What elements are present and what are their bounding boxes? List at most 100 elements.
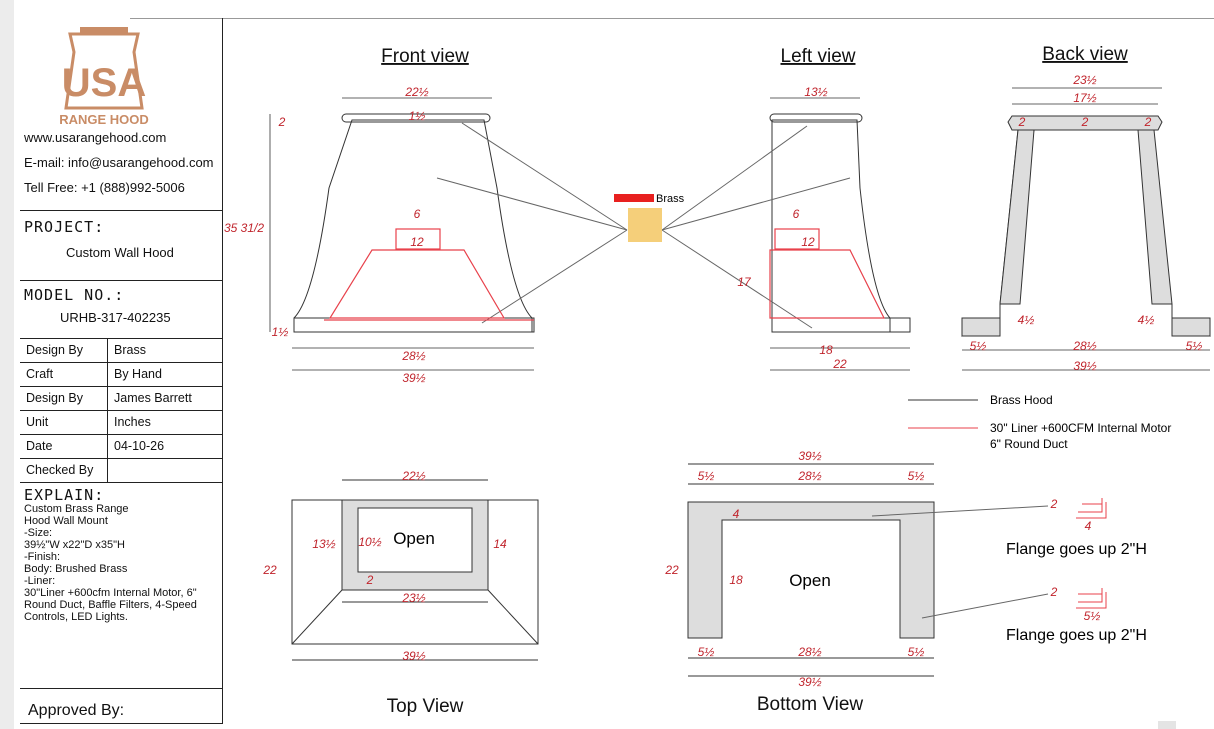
dim-label: 2 [1050,585,1058,599]
explain-line: -Finish: [24,551,61,563]
approved-by-label: Approved By: [28,702,125,719]
model-section [20,280,222,351]
dim-label: 23½ [401,591,425,605]
explain-label: EXPLAIN: [24,486,105,504]
explain-line: Round Duct, Baffle Filters, 4-Speed [24,599,197,611]
model-label: MODEL NO.: [24,286,125,304]
dim-label: 1½ [409,109,426,123]
dim-label: 35 31/2 [224,221,264,235]
table-row: Date 04-10-26 [20,435,222,459]
dim-label: 10½ [358,535,381,549]
spec-value: 04-10-26 [114,439,165,453]
top-view-drawing [291,479,539,661]
spec-key: Date [20,435,108,458]
model-value: URHB-317-402235 [60,310,171,325]
spec-value: Inches [114,415,151,429]
phone-text: Tell Free: +1 (888)992-5006 [24,180,185,195]
dim-label: 39½ [402,649,425,663]
front-view-title: Front view [381,46,469,67]
dim-label: 5½ [698,469,715,483]
dim-label: 13½ [312,537,335,551]
page-gutter [0,0,14,729]
project-label: PROJECT: [24,218,105,236]
dim-label: 22 [262,563,277,577]
table-row: Design By Brass [20,339,222,363]
dim-label: 5½ [698,645,715,659]
dim-label: 22½ [401,469,425,483]
table-row: Unit Inches [20,411,222,435]
dim-label: 28½ [1072,339,1096,353]
dim-label: 4½ [1018,313,1035,327]
legend-liner-line1: 30" Liner +600CFM Internal Motor [990,421,1171,435]
spec-key: Design By [20,387,108,410]
top-border [130,18,1214,19]
material-swatch [628,208,662,242]
dim-label: 5½ [908,645,925,659]
dim-label: 39½ [798,449,821,463]
explain-line: -Liner: [24,575,56,587]
spec-value: Brass [114,343,146,357]
explain-line: Hood Wall Mount [24,515,108,527]
dim-label: 4½ [1138,313,1155,327]
dim-label: 28½ [797,645,821,659]
dim-label: 22 [832,357,847,371]
explain-line: 30"Liner +600cfm Internal Motor, 6" [24,587,197,599]
bottom-open-label: Open [789,571,831,590]
dim-label: 22½ [404,85,428,99]
left-cap [769,113,863,123]
top-view-title: Top View [387,696,464,717]
dim-label: 2 [1081,115,1089,129]
drawing-area: Brass 22½ 1½ 2 35 31/2 1½ 6 12 28½ 39½ 1… [224,44,1212,717]
scrollbar-thumb[interactable] [1158,721,1176,729]
explain-line: Controls, LED Lights. [24,611,128,623]
bottom-view-title: Bottom View [757,694,864,715]
usa-range-hood-logo: USA RANGE HOOD [59,27,149,127]
material-marker [614,194,654,202]
dim-label: 28½ [797,469,821,483]
bottom-view-drawing [687,463,1049,677]
logo-usa-text: USA [62,61,146,105]
dim-label: 5½ [1186,339,1203,353]
table-row: Checked By [20,459,222,483]
flange-note-1: Flange goes up 2"H [1006,541,1147,558]
legend-liner-line2: 6" Round Duct [990,437,1068,451]
dim-label: 18 [819,343,833,357]
dim-label: 39½ [1073,359,1096,373]
explain-line: Body: Brushed Brass [24,563,128,575]
dim-label: 5½ [970,339,987,353]
dim-label: 6 [793,207,800,221]
dim-label: 2 [1144,115,1152,129]
left-view-title: Left view [781,46,856,67]
spec-key: Unit [20,411,108,434]
spec-key: Craft [20,363,108,386]
dim-label: 5½ [1084,609,1101,623]
explain-line: -Size: [24,527,53,539]
back-view-title: Back view [1042,44,1128,65]
website-text: www.usarangehood.com [24,130,167,145]
front-cap [341,113,491,123]
dim-label: 4 [733,507,740,521]
spec-value: James Barrett [114,391,192,405]
explain-line: 39½"W x22"D x35"H [24,539,125,551]
front-hood-outline [293,119,533,333]
dim-label: 22 [664,563,679,577]
dim-label: 14 [493,537,507,551]
logo-range-hood-text: RANGE HOOD [59,112,149,127]
dim-label: 2 [1050,497,1058,511]
dim-label: 1½ [272,325,289,339]
dim-label: 2 [1018,115,1026,129]
legend-brass-hood: Brass Hood [990,393,1053,407]
dim-label: 23½ [1072,73,1096,87]
approved-divider [20,688,222,690]
top-open-label: Open [393,529,435,548]
material-label: Brass [656,193,685,205]
dim-label: 2 [366,573,374,587]
back-view-shape [961,115,1212,337]
dim-label: 39½ [798,675,821,689]
spec-key: Design By [20,339,108,362]
dim-label: 5½ [908,469,925,483]
email-text: E-mail: info@usarangehood.com [24,155,214,170]
liner-outline [324,228,885,321]
